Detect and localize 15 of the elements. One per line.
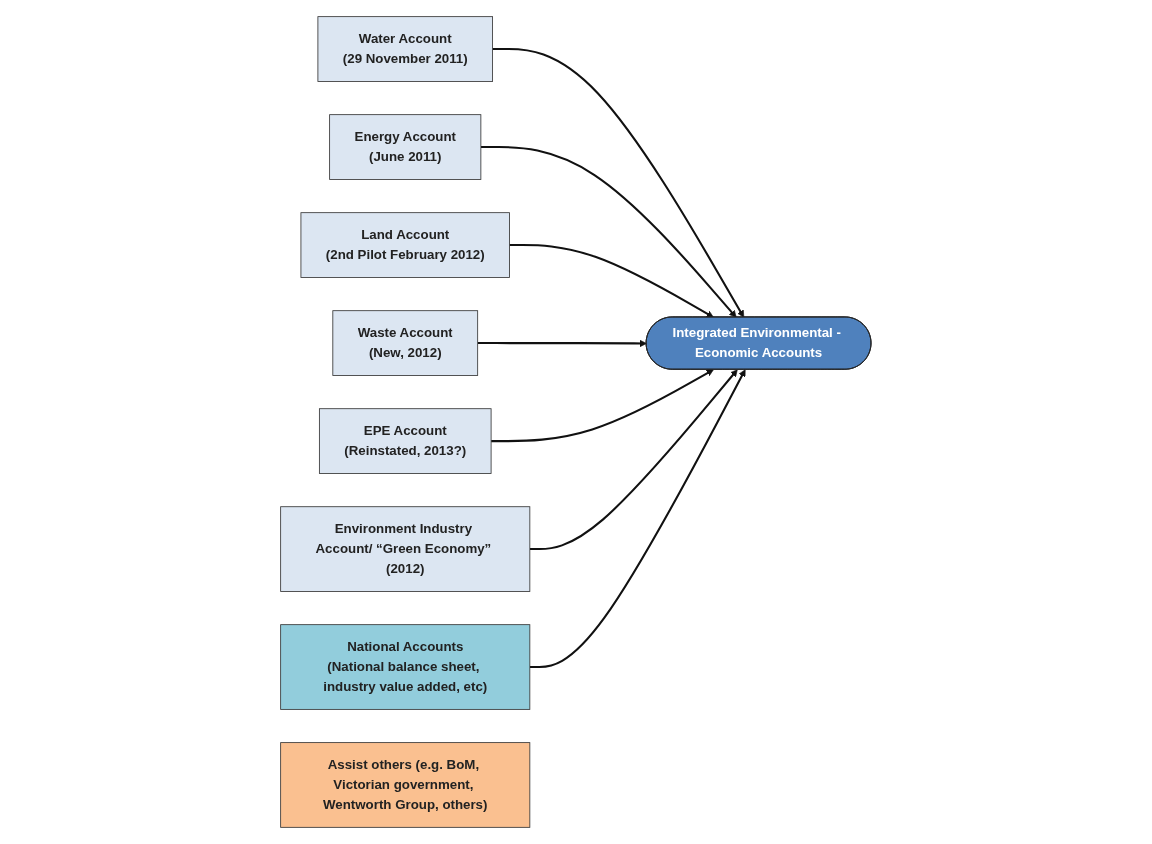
arrow <box>530 369 738 551</box>
node-box: EPE Account (Reinstated, 2013?) <box>319 408 492 474</box>
arrow <box>491 369 714 443</box>
arrow <box>509 244 714 318</box>
node-box: Water Account (29 November 2011) <box>317 16 494 82</box>
arrow <box>481 146 737 318</box>
arrow <box>530 369 746 669</box>
node-box: Land Account (2nd Pilot February 2012) <box>300 212 511 278</box>
node-box: Assist others (e.g. BoM, Victorian government, Wentworth Group, others) <box>280 742 531 828</box>
arrow <box>492 48 745 318</box>
node-box: National Accounts (National balance sheet, industry value added, etc) <box>280 624 531 710</box>
node-box: Waste Account (New, 2012) <box>332 310 479 376</box>
arrow <box>477 339 648 348</box>
node-box: Environment Industry Account/ “Green Economy” (2012) <box>280 506 531 592</box>
node-box: Energy Account (June 2011) <box>329 114 482 180</box>
